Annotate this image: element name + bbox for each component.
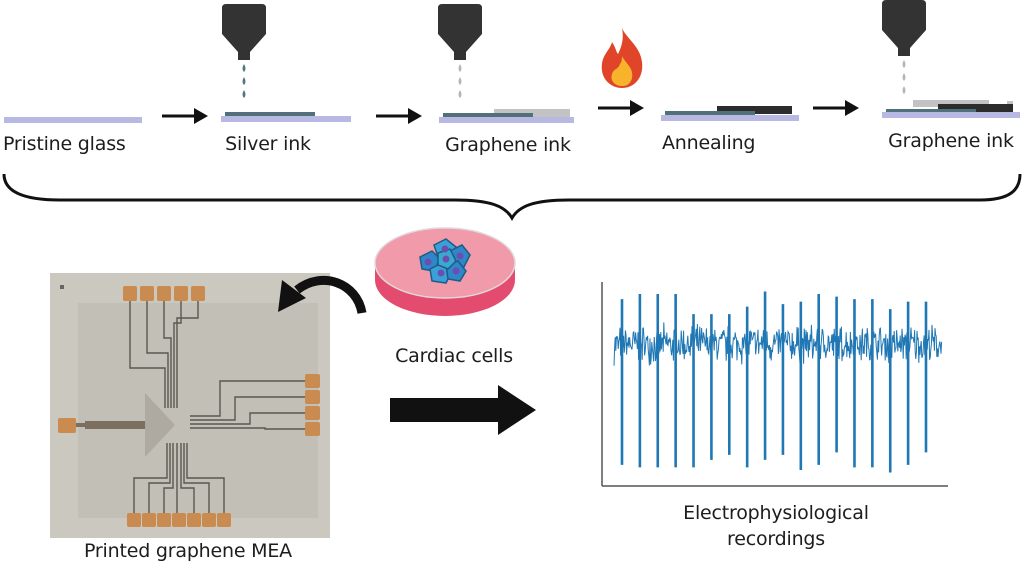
right-arrow-icon [162, 108, 208, 124]
step-label: Graphene ink [445, 134, 571, 156]
glass-substrate [439, 117, 574, 123]
glass-substrate [882, 112, 1020, 118]
mea-label: Printed graphene MEA [84, 540, 292, 562]
silver-layer [665, 111, 755, 115]
ink-droplets-icon [242, 64, 246, 98]
glass-substrate [4, 117, 142, 123]
silver-layer [886, 109, 976, 112]
curved-arrow-icon [278, 275, 367, 315]
signal-trace [613, 291, 943, 473]
inkjet-nozzle-icon [222, 4, 266, 60]
graphene-annealed-layer [717, 106, 792, 114]
ink-droplets-icon [458, 64, 462, 98]
bold-right-arrow-icon [390, 385, 536, 435]
ink-droplets-icon [902, 60, 906, 94]
right-arrow-icon [376, 108, 422, 124]
inkjet-nozzle-icon [438, 4, 482, 60]
recordings-label-line1: Electrophysiological [683, 502, 869, 524]
step-label: Graphene ink [888, 130, 1014, 152]
flame-icon [601, 28, 643, 88]
glass-substrate [661, 115, 799, 121]
right-arrow-icon [598, 100, 644, 116]
mea-device [58, 285, 320, 527]
petri-dish-icon [374, 227, 516, 316]
step-label: Silver ink [225, 133, 311, 155]
step-label: Pristine glass [3, 133, 126, 155]
graphene-annealed-layer [938, 104, 1013, 112]
right-arrow-icon [813, 100, 859, 116]
silver-layer [225, 112, 315, 116]
mea-photo [50, 273, 330, 538]
signal-noise-band [613, 322, 943, 366]
recordings-label-line2: recordings [727, 528, 825, 550]
inkjet-nozzle-icon [882, 0, 926, 56]
cells-label: Cardiac cells [395, 345, 513, 367]
glass-substrate [221, 116, 351, 122]
silver-layer [443, 113, 533, 117]
ephys-chart [601, 282, 948, 487]
step-label: Annealing [662, 132, 756, 154]
curly-brace [2, 173, 1022, 221]
graphene-wet-layer [913, 100, 989, 107]
